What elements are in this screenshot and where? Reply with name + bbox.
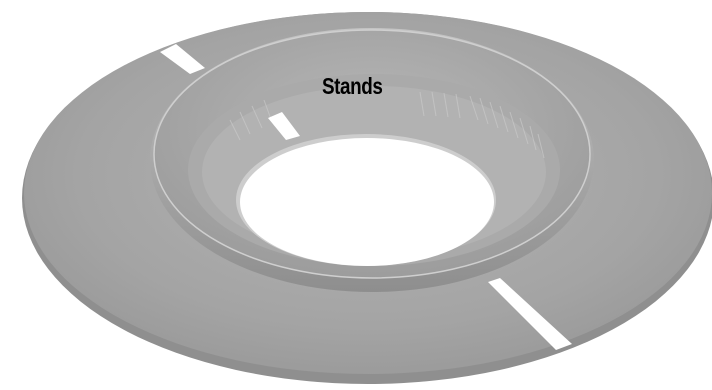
central-opening — [236, 134, 496, 266]
stands-label: Stands — [322, 72, 382, 100]
